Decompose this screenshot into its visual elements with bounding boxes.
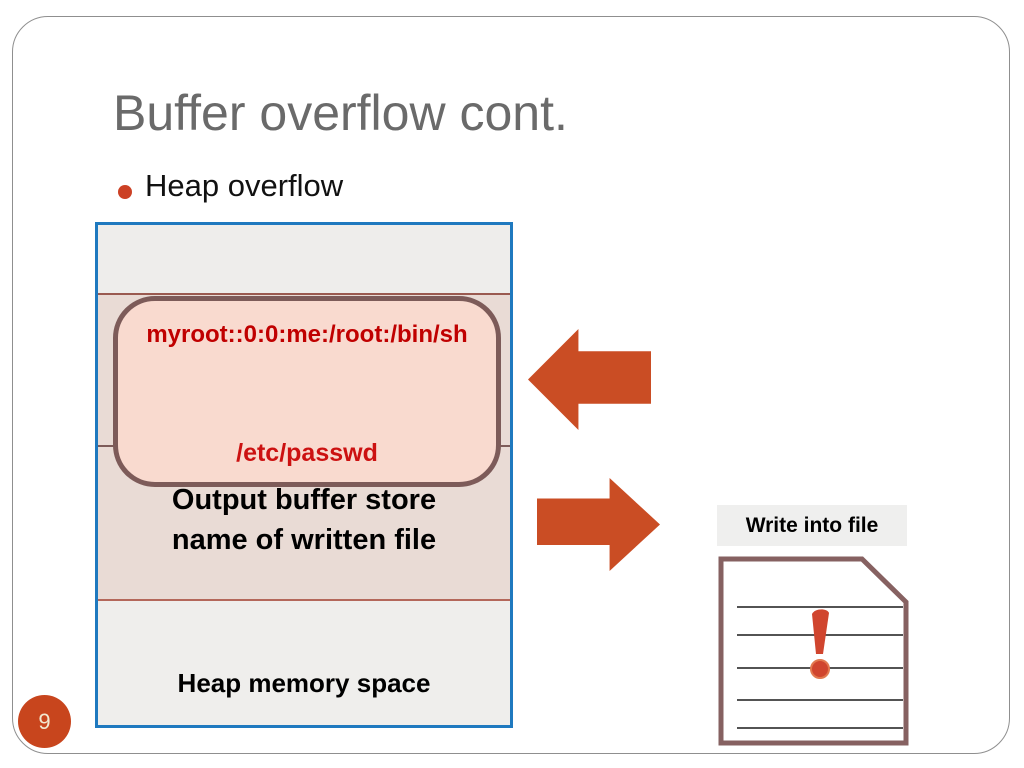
target-file-path: /etc/passwd xyxy=(236,439,378,467)
bullet-dot-icon xyxy=(118,185,132,199)
document-with-fold-icon xyxy=(718,556,909,746)
memory-band-top xyxy=(98,225,510,293)
bullet-text: Heap overflow xyxy=(145,168,344,203)
injected-passwd-entry: myroot::0:0:me:/root:/bin/sh xyxy=(146,321,468,348)
overflow-payload-box: myroot::0:0:me:/root:/bin/sh /etc/passwd xyxy=(113,296,501,487)
page-number: 9 xyxy=(38,708,51,734)
exclamation-icon xyxy=(810,609,830,679)
page-number-badge: 9 xyxy=(18,695,71,748)
slide-title: Buffer overflow cont. xyxy=(113,85,568,141)
document-text-lines xyxy=(737,606,903,729)
write-into-file-label: Write into file xyxy=(717,505,907,546)
output-buffer-label: Output buffer store name of written file xyxy=(171,484,437,556)
heap-memory-label: Heap memory space xyxy=(177,668,431,698)
memory-band-heap xyxy=(98,599,510,725)
